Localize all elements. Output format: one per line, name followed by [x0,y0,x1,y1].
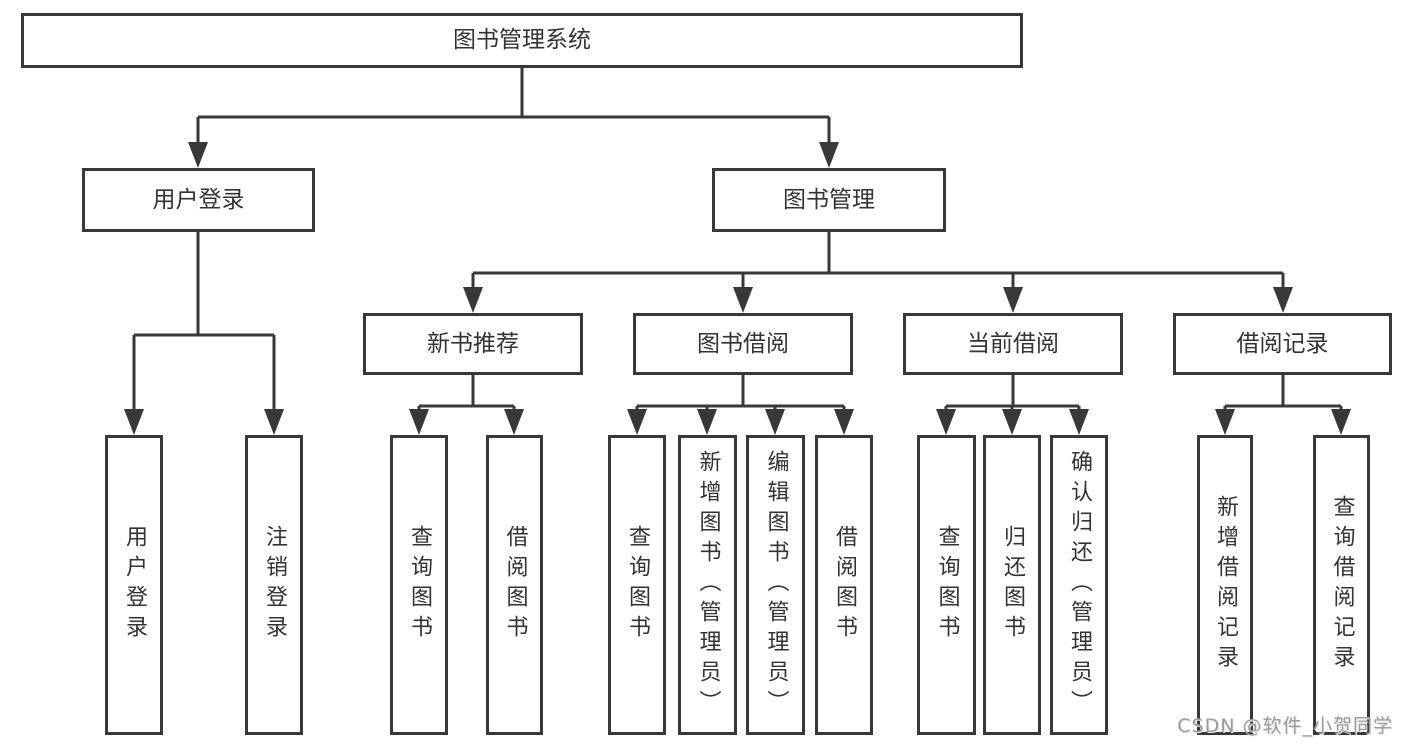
leaf-newbook-borrow-books-label: 借阅图书 [502,525,528,645]
arrowhead [1273,287,1293,313]
leaf-borrow-query-books: 查询图书 [608,435,666,735]
leaf-current-confirm-return-admin: 确认归还（管理员） [1050,435,1108,735]
node-user-login: 用户登录 [82,168,315,232]
node-new-book-recommend: 新书推荐 [363,313,583,375]
node-book-management-label: 图书管理 [783,186,875,213]
leaf-borrow-add-books-admin-label: 新增图书（管理员） [695,450,721,720]
leaf-current-query-books-label: 查询图书 [934,525,960,645]
node-user-login-label: 用户登录 [152,186,245,213]
node-current-borrow-label: 当前借阅 [967,330,1059,357]
arrowhead [188,142,208,168]
leaf-borrow-query-books-label: 查询图书 [625,525,650,645]
leaf-logout-label: 注销登录 [262,525,287,645]
node-book-borrow: 图书借阅 [633,313,853,375]
leaf-record-add-record: 新增借阅记录 [1197,435,1253,735]
arrowhead [504,409,524,435]
connector-new-book-children [409,375,524,435]
node-book-management: 图书管理 [712,168,946,232]
leaf-current-return-books-label: 归还图书 [1000,525,1025,645]
connector-root-to-level1 [188,68,839,168]
leaf-user-login: 用户登录 [105,435,163,735]
arrowhead [463,287,483,313]
arrowhead [765,409,785,435]
arrowhead [627,409,647,435]
connector-book-management-children [463,232,1293,313]
leaf-borrow-edit-books-admin: 编辑图书（管理员） [746,435,805,735]
arrowhead [1215,409,1235,435]
arrowhead [733,287,753,313]
arrowhead [1331,409,1351,435]
leaf-newbook-query-books: 查询图书 [390,435,448,735]
csdn-watermark: CSDN @软件_小贺同学 [1177,715,1393,737]
arrowhead [936,409,956,435]
arrowhead [409,409,429,435]
connector-book-borrow-children [627,375,854,435]
leaf-current-query-books: 查询图书 [917,435,976,735]
arrowhead [834,409,854,435]
node-new-book-recommend-label: 新书推荐 [427,330,519,357]
node-root-system: 图书管理系统 [21,13,1023,68]
leaf-logout: 注销登录 [245,435,303,735]
leaf-borrow-add-books-admin: 新增图书（管理员） [678,435,737,735]
node-current-borrow: 当前借阅 [903,313,1123,375]
node-book-borrow-label: 图书借阅 [697,330,789,357]
node-borrow-record: 借阅记录 [1173,313,1392,375]
arrowhead [1002,409,1022,435]
node-root-system-label: 图书管理系统 [453,27,591,53]
connector-borrow-record-children [1215,375,1351,435]
arrowhead [697,409,717,435]
arrowhead [1069,409,1089,435]
arrowhead [264,409,284,435]
leaf-record-add-record-label: 新增借阅记录 [1213,495,1238,675]
node-borrow-record-label: 借阅记录 [1236,330,1329,357]
leaf-borrow-borrow-books-label: 借阅图书 [832,525,857,645]
leaf-current-return-books: 归还图书 [983,435,1041,735]
leaf-user-login-label: 用户登录 [122,525,147,645]
leaf-record-query-record: 查询借阅记录 [1313,435,1370,735]
arrowhead [124,409,144,435]
arrowhead [819,142,839,168]
connector-user-login-children [124,232,284,435]
leaf-borrow-edit-books-admin-label: 编辑图书（管理员） [763,450,789,720]
connector-current-borrow-children [936,375,1089,435]
leaf-current-confirm-return-admin-label: 确认归还（管理员） [1067,450,1092,720]
leaf-newbook-query-books-label: 查询图书 [407,525,432,645]
leaf-record-query-record-label: 查询借阅记录 [1329,495,1355,675]
leaf-borrow-borrow-books: 借阅图书 [815,435,873,735]
leaf-newbook-borrow-books: 借阅图书 [486,435,543,735]
arrowhead [1003,287,1023,313]
